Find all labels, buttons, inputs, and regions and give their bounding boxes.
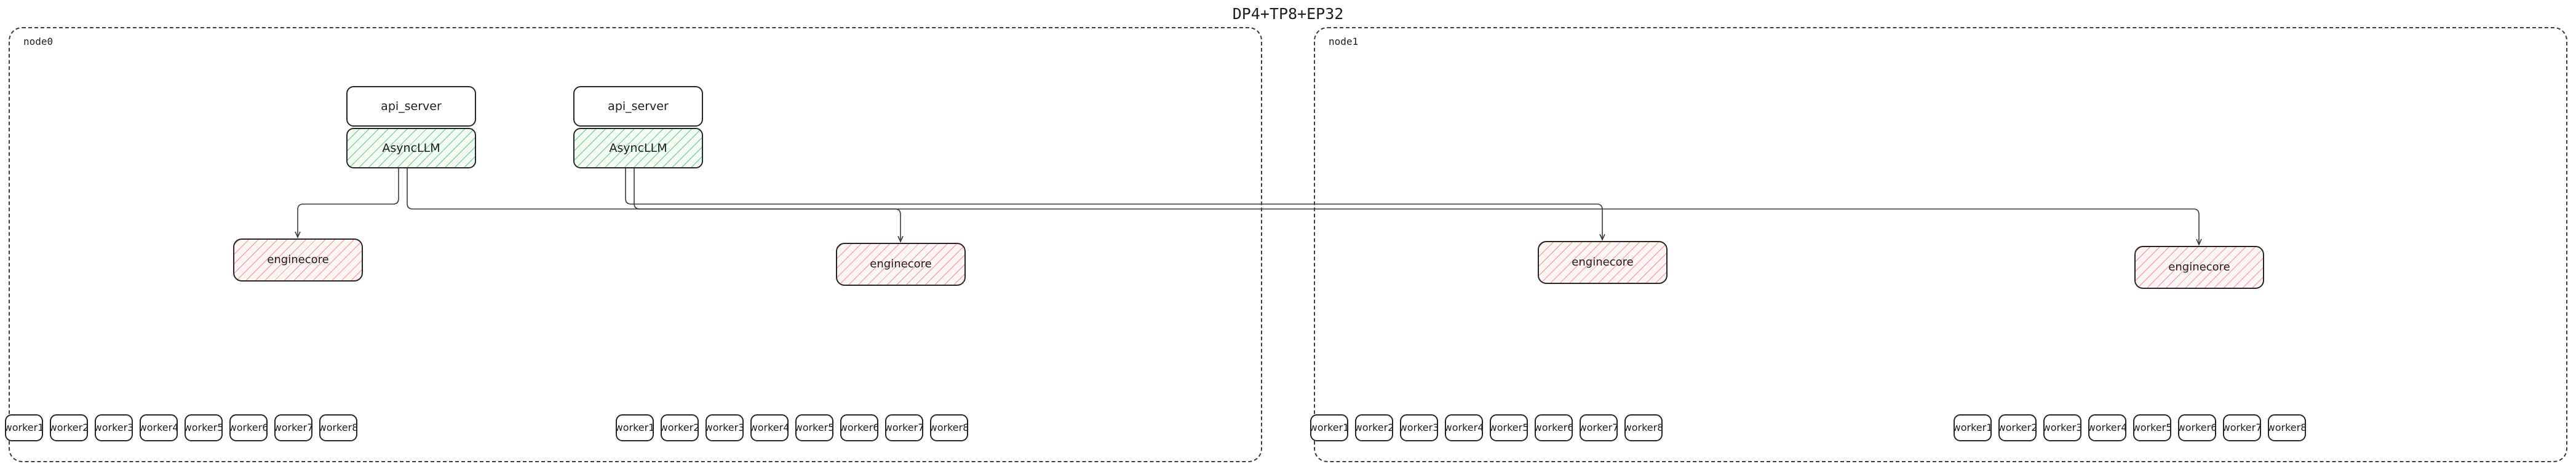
worker-box[interactable]: worker5 xyxy=(1490,414,1528,441)
page-title: DP4+TP8+EP32 xyxy=(1232,5,1344,23)
worker-label: worker5 xyxy=(1490,422,1528,433)
worker-label: worker2 xyxy=(661,422,699,433)
worker-label: worker5 xyxy=(185,422,223,433)
asyncllm-label: AsyncLLM xyxy=(382,141,440,155)
worker-box[interactable]: worker7 xyxy=(2223,414,2261,441)
api-server-box[interactable]: api_server xyxy=(346,86,476,127)
worker-label: worker7 xyxy=(1580,422,1618,433)
worker-box[interactable]: worker7 xyxy=(885,414,923,441)
worker-box[interactable]: worker7 xyxy=(274,414,312,441)
enginecore-box[interactable]: enginecore xyxy=(836,243,966,286)
worker-label: worker4 xyxy=(1445,422,1483,433)
cluster-node1-label: node1 xyxy=(1329,36,1359,47)
cluster-node0-label: node0 xyxy=(23,36,54,47)
worker-label: worker7 xyxy=(2223,422,2261,433)
worker-box[interactable]: worker2 xyxy=(50,414,88,441)
enginecore-label: enginecore xyxy=(2168,261,2230,274)
worker-box[interactable]: worker8 xyxy=(2268,414,2306,441)
enginecore-label: enginecore xyxy=(1572,256,1634,269)
enginecore-label: enginecore xyxy=(267,253,329,266)
worker-label: worker2 xyxy=(1998,422,2037,433)
worker-box[interactable]: worker6 xyxy=(2178,414,2216,441)
worker-box[interactable]: worker2 xyxy=(1355,414,1393,441)
worker-label: worker6 xyxy=(1535,422,1573,433)
enginecore-box[interactable]: enginecore xyxy=(1538,241,1668,284)
worker-label: worker8 xyxy=(930,422,968,433)
worker-label: worker6 xyxy=(229,422,268,433)
worker-label: worker4 xyxy=(750,422,789,433)
enginecore-box[interactable]: enginecore xyxy=(233,238,363,282)
asyncllm-label: AsyncLLM xyxy=(609,141,667,155)
worker-box[interactable]: worker4 xyxy=(2088,414,2126,441)
worker-label: worker8 xyxy=(319,422,357,433)
worker-label: worker6 xyxy=(840,422,878,433)
worker-label: worker5 xyxy=(795,422,833,433)
worker-label: worker7 xyxy=(885,422,923,433)
worker-box[interactable]: worker6 xyxy=(840,414,878,441)
worker-label: worker3 xyxy=(95,422,133,433)
asyncllm-box[interactable]: AsyncLLM xyxy=(346,128,476,168)
worker-label: worker8 xyxy=(1624,422,1663,433)
asyncllm-box[interactable]: AsyncLLM xyxy=(573,128,703,168)
worker-box[interactable]: worker8 xyxy=(1624,414,1663,441)
worker-box[interactable]: worker4 xyxy=(1445,414,1483,441)
worker-box[interactable]: worker5 xyxy=(185,414,223,441)
worker-box[interactable]: worker2 xyxy=(1998,414,2037,441)
worker-box[interactable]: worker6 xyxy=(229,414,268,441)
worker-label: worker3 xyxy=(706,422,744,433)
enginecore-label: enginecore xyxy=(870,258,932,270)
api-server-label: api_server xyxy=(608,99,669,113)
worker-label: worker7 xyxy=(274,422,312,433)
worker-box[interactable]: worker1 xyxy=(616,414,654,441)
worker-label: worker6 xyxy=(2178,422,2216,433)
worker-label: worker2 xyxy=(1355,422,1393,433)
worker-box[interactable]: worker7 xyxy=(1580,414,1618,441)
worker-label: worker4 xyxy=(140,422,178,433)
worker-label: worker4 xyxy=(2088,422,2126,433)
worker-box[interactable]: worker6 xyxy=(1535,414,1573,441)
worker-box[interactable]: worker3 xyxy=(2043,414,2081,441)
worker-label: worker8 xyxy=(2268,422,2306,433)
worker-label: worker3 xyxy=(1400,422,1438,433)
enginecore-box[interactable]: enginecore xyxy=(2134,246,2264,289)
worker-label: worker1 xyxy=(616,422,654,433)
worker-box[interactable]: worker3 xyxy=(95,414,133,441)
cluster-node1: node1 xyxy=(1314,27,2567,462)
worker-box[interactable]: worker8 xyxy=(319,414,357,441)
worker-box[interactable]: worker3 xyxy=(706,414,744,441)
worker-box[interactable]: worker5 xyxy=(795,414,833,441)
worker-box[interactable]: worker2 xyxy=(661,414,699,441)
cluster-node0: node0 xyxy=(9,27,1262,462)
worker-box[interactable]: worker4 xyxy=(140,414,178,441)
api-server-label: api_server xyxy=(381,99,442,113)
worker-label: worker5 xyxy=(2133,422,2171,433)
worker-label: worker1 xyxy=(1954,422,1992,433)
worker-box[interactable]: worker4 xyxy=(750,414,789,441)
worker-label: worker1 xyxy=(1310,422,1348,433)
worker-box[interactable]: worker1 xyxy=(1310,414,1348,441)
worker-box[interactable]: worker1 xyxy=(1954,414,1992,441)
worker-box[interactable]: worker8 xyxy=(930,414,968,441)
worker-label: worker1 xyxy=(5,422,43,433)
api-server-box[interactable]: api_server xyxy=(573,86,703,127)
worker-label: worker3 xyxy=(2043,422,2081,433)
worker-box[interactable]: worker3 xyxy=(1400,414,1438,441)
worker-box[interactable]: worker1 xyxy=(5,414,43,441)
worker-label: worker2 xyxy=(50,422,88,433)
worker-box[interactable]: worker5 xyxy=(2133,414,2171,441)
